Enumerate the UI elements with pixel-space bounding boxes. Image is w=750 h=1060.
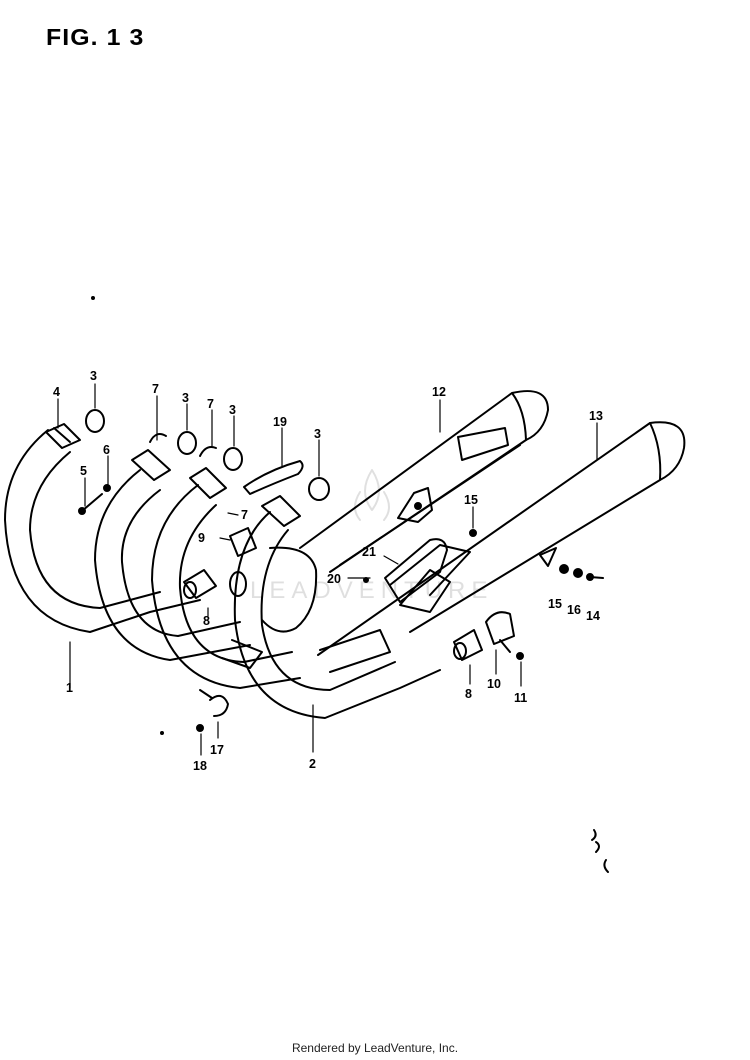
flange-clamps [131, 433, 301, 527]
figure-title: FIG. 1 3 [46, 24, 145, 50]
scribble-marks [591, 829, 609, 873]
callout-4: 4 [53, 385, 60, 399]
clamps [229, 527, 515, 653]
callout-5: 5 [80, 464, 87, 478]
callout-16: 16 [567, 603, 581, 617]
callout-7a: 7 [152, 382, 159, 396]
watermark-logo: LEADVENTURE [250, 469, 493, 604]
footer-credit: Rendered by LeadVenture, Inc. [291, 1041, 459, 1055]
sleeves [183, 569, 483, 661]
callout-10: 10 [487, 677, 501, 691]
exhaust-pipe-1 [4, 429, 201, 633]
exhaust-pipe-2 [94, 469, 251, 661]
callout-17: 17 [210, 743, 224, 757]
callout-21: 21 [362, 545, 376, 559]
callout-1: 1 [66, 681, 73, 695]
muffler-lower [317, 421, 686, 656]
muffler-upper [299, 390, 549, 573]
leader-lines [57, 383, 598, 756]
callout-15a: 15 [464, 493, 478, 507]
callout-19: 19 [273, 415, 287, 429]
callout-7c: 7 [241, 508, 248, 522]
callout-3a: 3 [90, 369, 97, 383]
heat-shield [243, 460, 304, 495]
callout-9: 9 [198, 531, 205, 545]
callout-8a: 8 [203, 614, 210, 628]
callout-6: 6 [103, 443, 110, 457]
callout-20: 20 [327, 572, 341, 586]
gaskets [85, 409, 330, 501]
collector-crossover [221, 546, 318, 669]
callout-14: 14 [586, 609, 600, 623]
hanger-clip [199, 689, 229, 717]
callout-15b: 15 [548, 597, 562, 611]
callout-12: 12 [432, 385, 446, 399]
speck [91, 296, 95, 300]
watermark-text: LEADVENTURE [250, 577, 493, 604]
speck [160, 731, 164, 735]
mount-bracket [384, 538, 448, 603]
callout-13: 13 [589, 409, 603, 423]
callout-11: 11 [514, 691, 527, 705]
callout-7b: 7 [207, 397, 214, 411]
callout-3c: 3 [229, 403, 236, 417]
callout-8b: 8 [465, 687, 472, 701]
collar-ring [45, 423, 81, 449]
callout-3b: 3 [182, 391, 189, 405]
callout-3d: 3 [314, 427, 321, 441]
callout-18: 18 [193, 759, 207, 773]
exhaust-pipe-4 [233, 511, 441, 719]
callout-2: 2 [309, 757, 316, 771]
